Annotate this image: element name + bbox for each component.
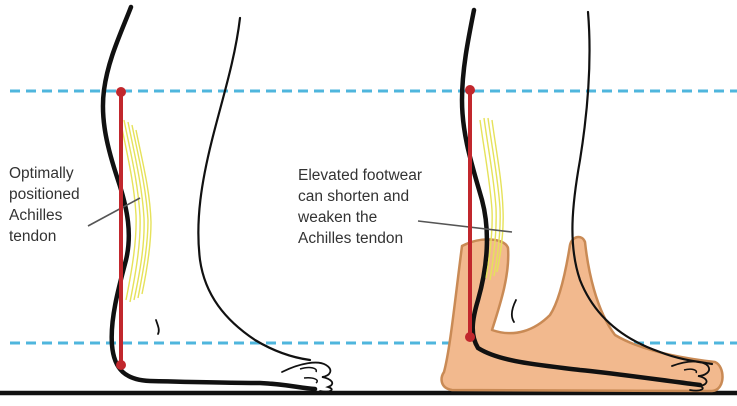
left-leg-icon	[88, 7, 332, 392]
optimal-tendon-label: Optimally positioned Achilles tendon	[9, 163, 80, 247]
right-leg-icon	[418, 10, 723, 391]
elevated-footwear-label: Elevated footwear can shorten and weaken…	[298, 165, 422, 249]
